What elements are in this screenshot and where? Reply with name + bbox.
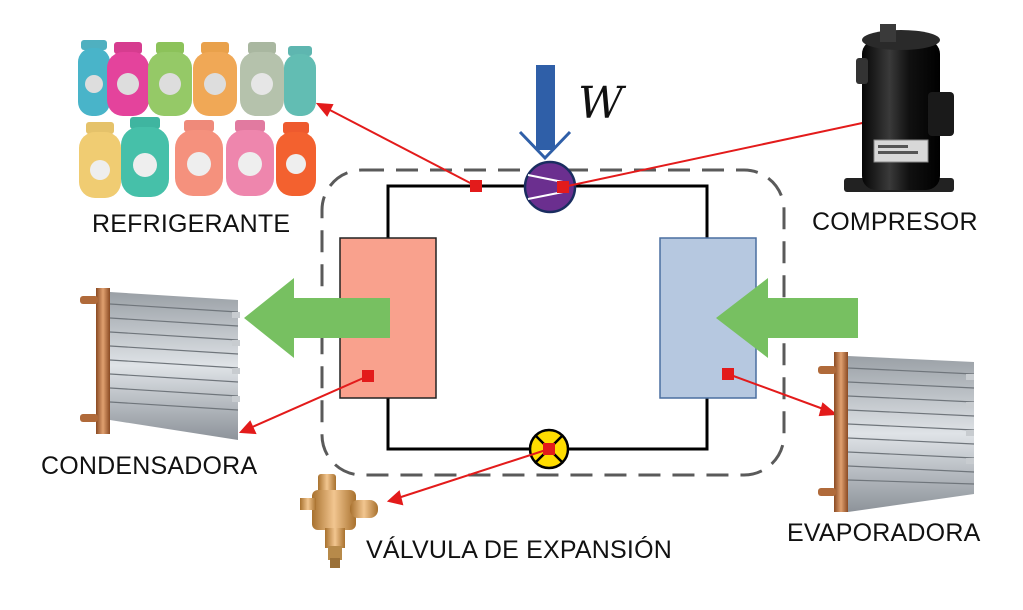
work-arrow-shaft <box>536 65 555 150</box>
condensadora-label: CONDENSADORA <box>41 452 258 480</box>
refrigerante-label: REFRIGERANTE <box>92 210 291 238</box>
heat-in-arrow <box>716 278 858 358</box>
heat-out-arrow <box>244 278 390 358</box>
expansion-valve-icon <box>300 474 378 568</box>
pointer-lines <box>238 102 879 506</box>
compresor-label: COMPRESOR <box>812 208 978 236</box>
condenser-coil-icon <box>80 288 240 440</box>
valvula-label: VÁLVULA DE EXPANSIÓN <box>366 536 672 564</box>
evaporator-coil-icon <box>818 352 975 512</box>
work-label: W <box>578 78 624 129</box>
refrigerant-cylinders-icon <box>78 40 316 198</box>
work-arrow-head <box>518 130 572 161</box>
evaporadora-label: EVAPORADORA <box>787 519 981 547</box>
cylinder-row-front <box>79 117 316 198</box>
compressor-icon <box>844 24 954 192</box>
cylinder-row-back <box>78 40 316 116</box>
